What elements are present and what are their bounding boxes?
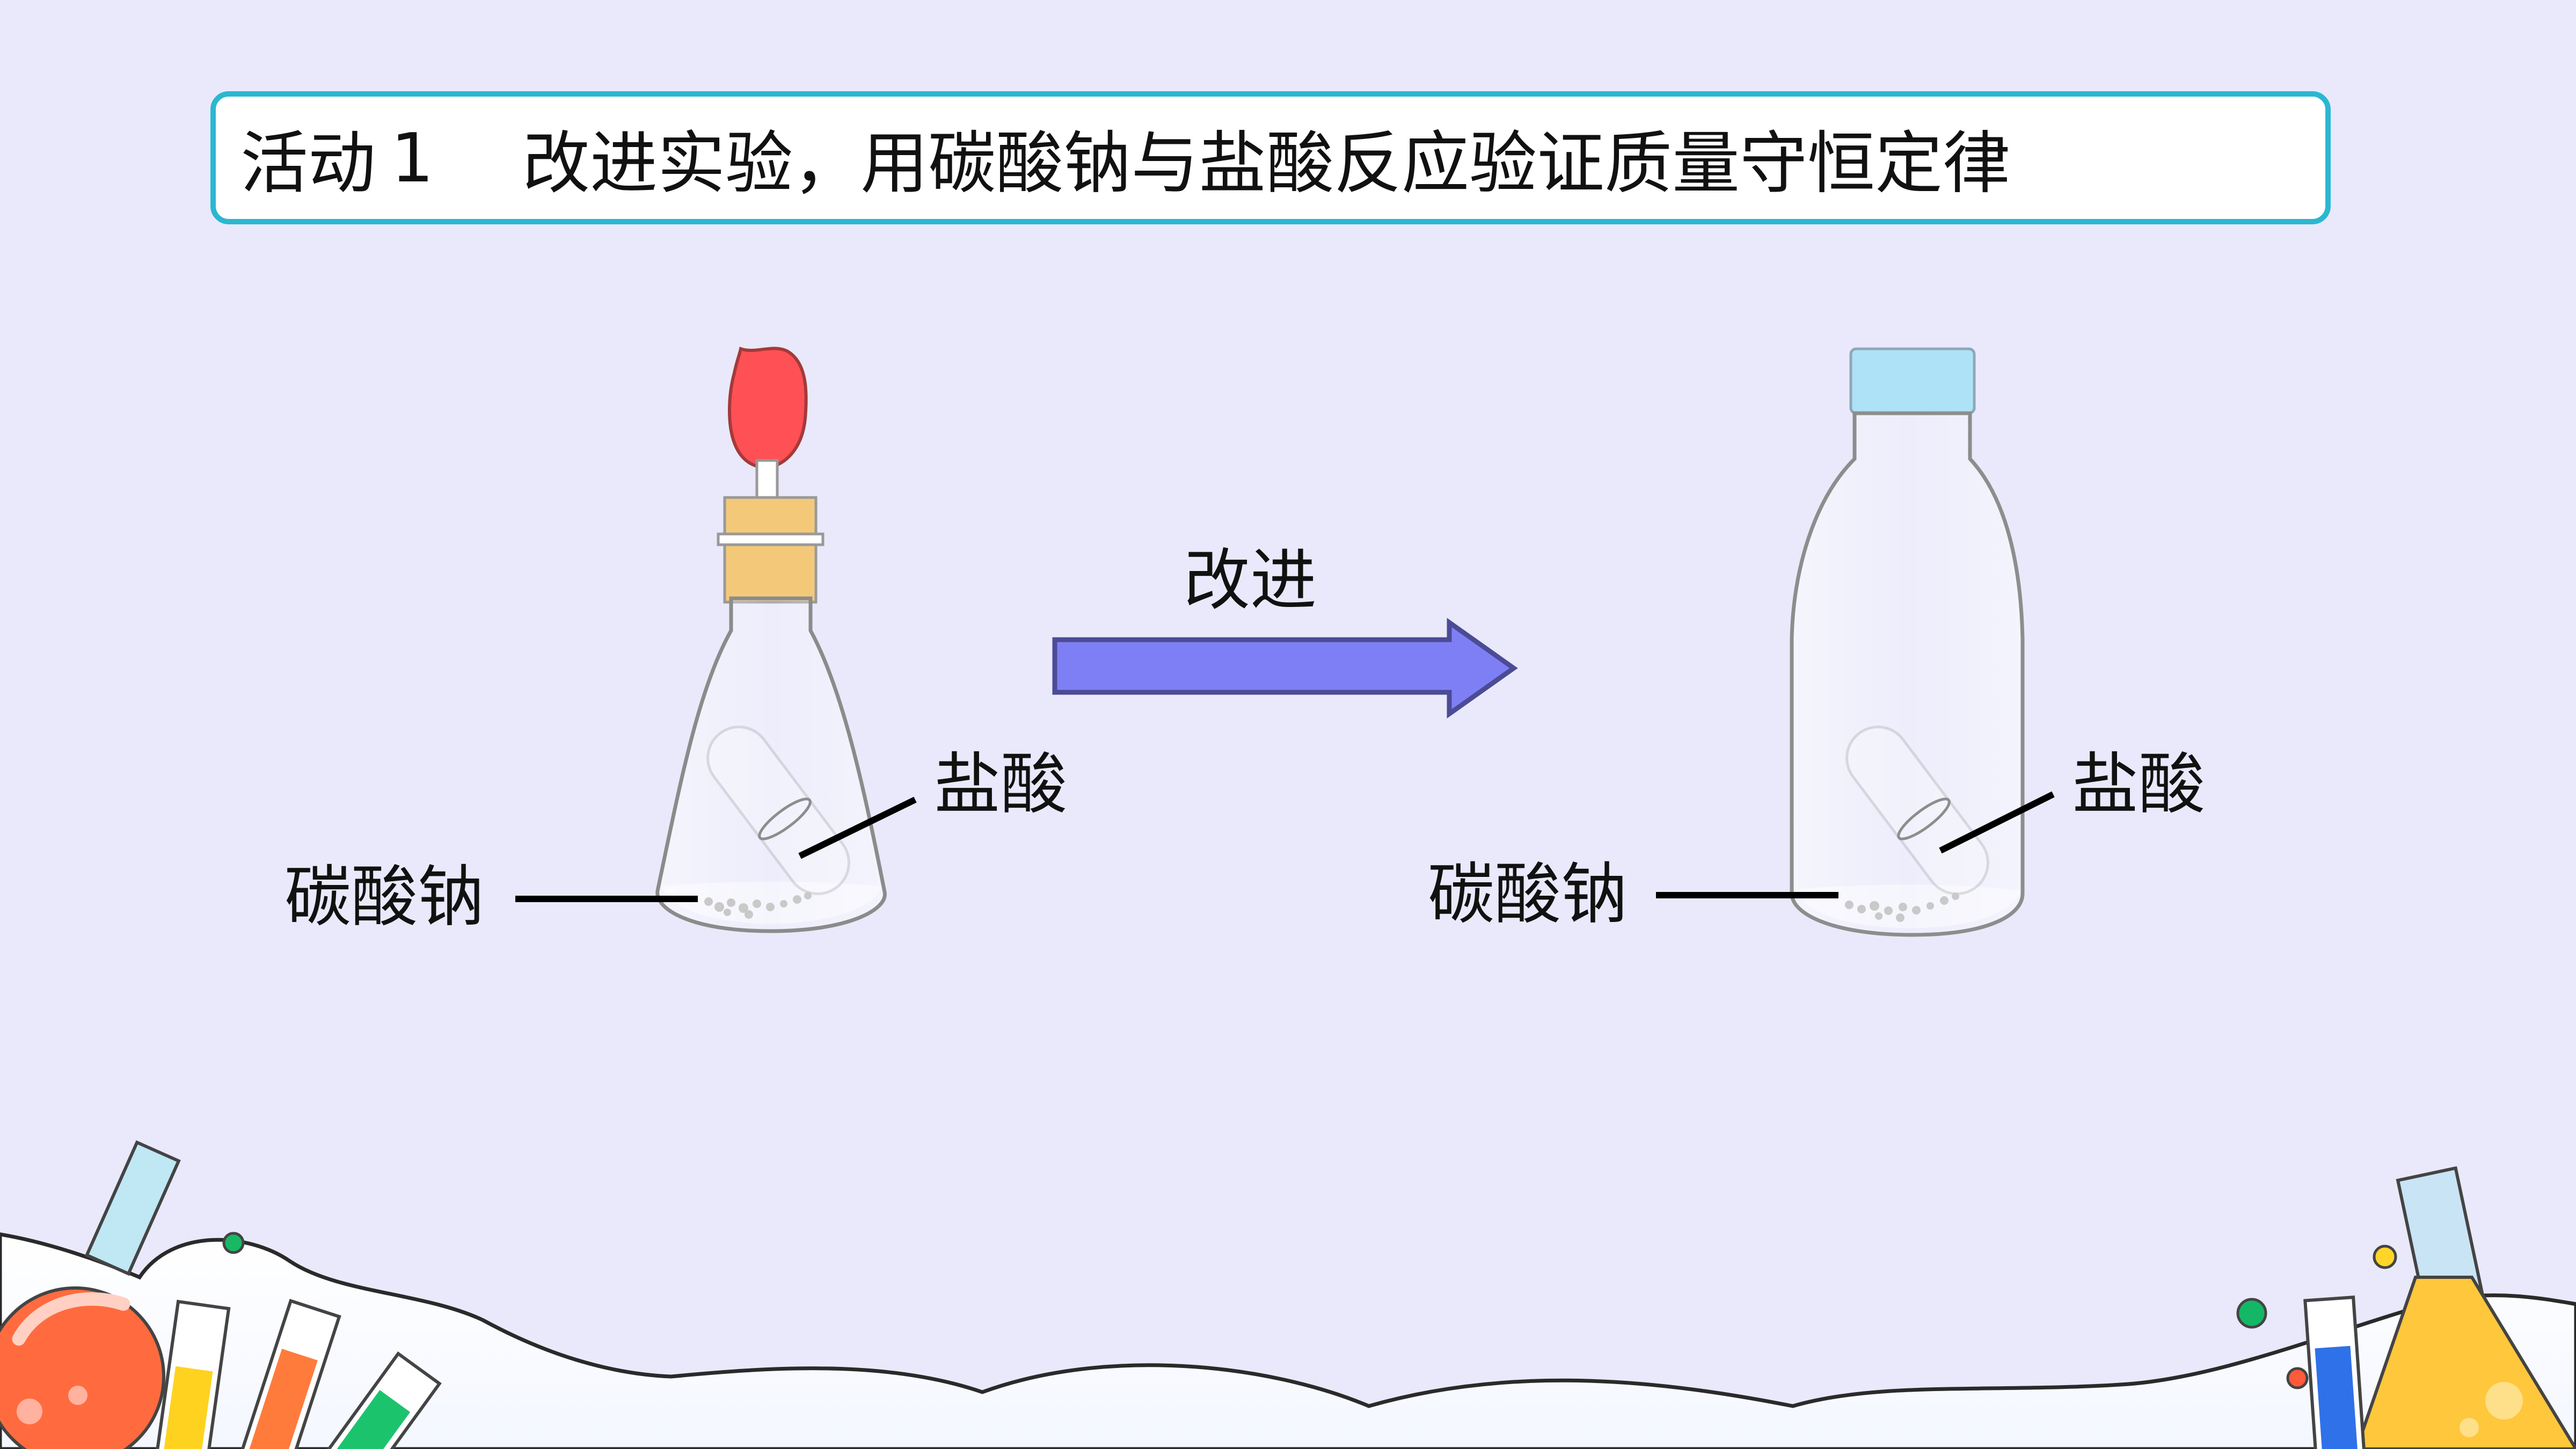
left-lab-glassware (0, 1140, 442, 1449)
flask-rim (717, 532, 824, 546)
balloon-icon (728, 347, 808, 469)
hydrochloric-acid-leader-line-left (798, 796, 917, 859)
improvement-arrow-label: 改进 (1184, 542, 1317, 619)
left-test-tube-green-liquid (316, 1390, 411, 1449)
sodium-carbonate-powder (704, 892, 812, 919)
activity-number: 1 (391, 118, 434, 197)
yellow-dot-icon (2373, 1245, 2397, 1269)
right-hydrochloric-acid-label: 盐酸 (2072, 746, 2206, 823)
plastic-bottle-icon (1790, 411, 2025, 937)
green-dot-icon-right (2236, 1298, 2267, 1329)
round-flask-bubble-2 (68, 1386, 87, 1405)
bottle-test-tube-icon (1845, 726, 1989, 895)
green-dot-icon (222, 1232, 245, 1254)
snow-hill-shape (0, 1232, 2576, 1449)
improvement-arrow (1052, 618, 1518, 719)
arrow-right-icon (1052, 618, 1518, 719)
right-flask-bubble-1 (2485, 1382, 2523, 1419)
right-lab-glassware (2236, 1166, 2576, 1449)
right-sodium-carbonate-label: 碳酸钠 (1428, 856, 1628, 933)
activity-title: 改进实验，用碳酸钠与盐酸反应验证质量守恒定律 (522, 124, 2011, 203)
activity-title-box: 活动 1 改进实验，用碳酸钠与盐酸反应验证质量守恒定律 (210, 91, 2331, 224)
balloon-neck-tube (755, 459, 779, 501)
right-flask-bubble-2 (2460, 1418, 2479, 1437)
bottom-decoration (0, 1140, 2576, 1449)
round-flask-highlight (12, 1292, 130, 1346)
right-test-tube-blue-liquid (2315, 1345, 2359, 1449)
left-test-tube-red-liquid (244, 1349, 318, 1449)
left-sodium-carbonate-label: 碳酸钠 (284, 859, 485, 936)
left-hydrochloric-acid-label: 盐酸 (934, 746, 1068, 823)
left-test-tube-yellow-liquid (161, 1366, 213, 1449)
flask-neck-icon (84, 1140, 181, 1276)
activity-label: 活动 (240, 124, 376, 203)
conical-flask-icon (655, 596, 887, 933)
conical-flask-with-balloon (515, 347, 917, 933)
red-dot-icon (2286, 1367, 2309, 1389)
bottle-liquid (1794, 884, 2021, 928)
bottle-cap-icon (1849, 347, 1976, 415)
sealed-bottle-apparatus (1656, 347, 2055, 937)
hydrochloric-acid-leader-line-right (1939, 791, 2055, 854)
cork-stopper (723, 496, 818, 604)
round-flask-bubble-1 (17, 1399, 42, 1424)
bottle-sodium-carbonate-powder (1845, 892, 1959, 922)
